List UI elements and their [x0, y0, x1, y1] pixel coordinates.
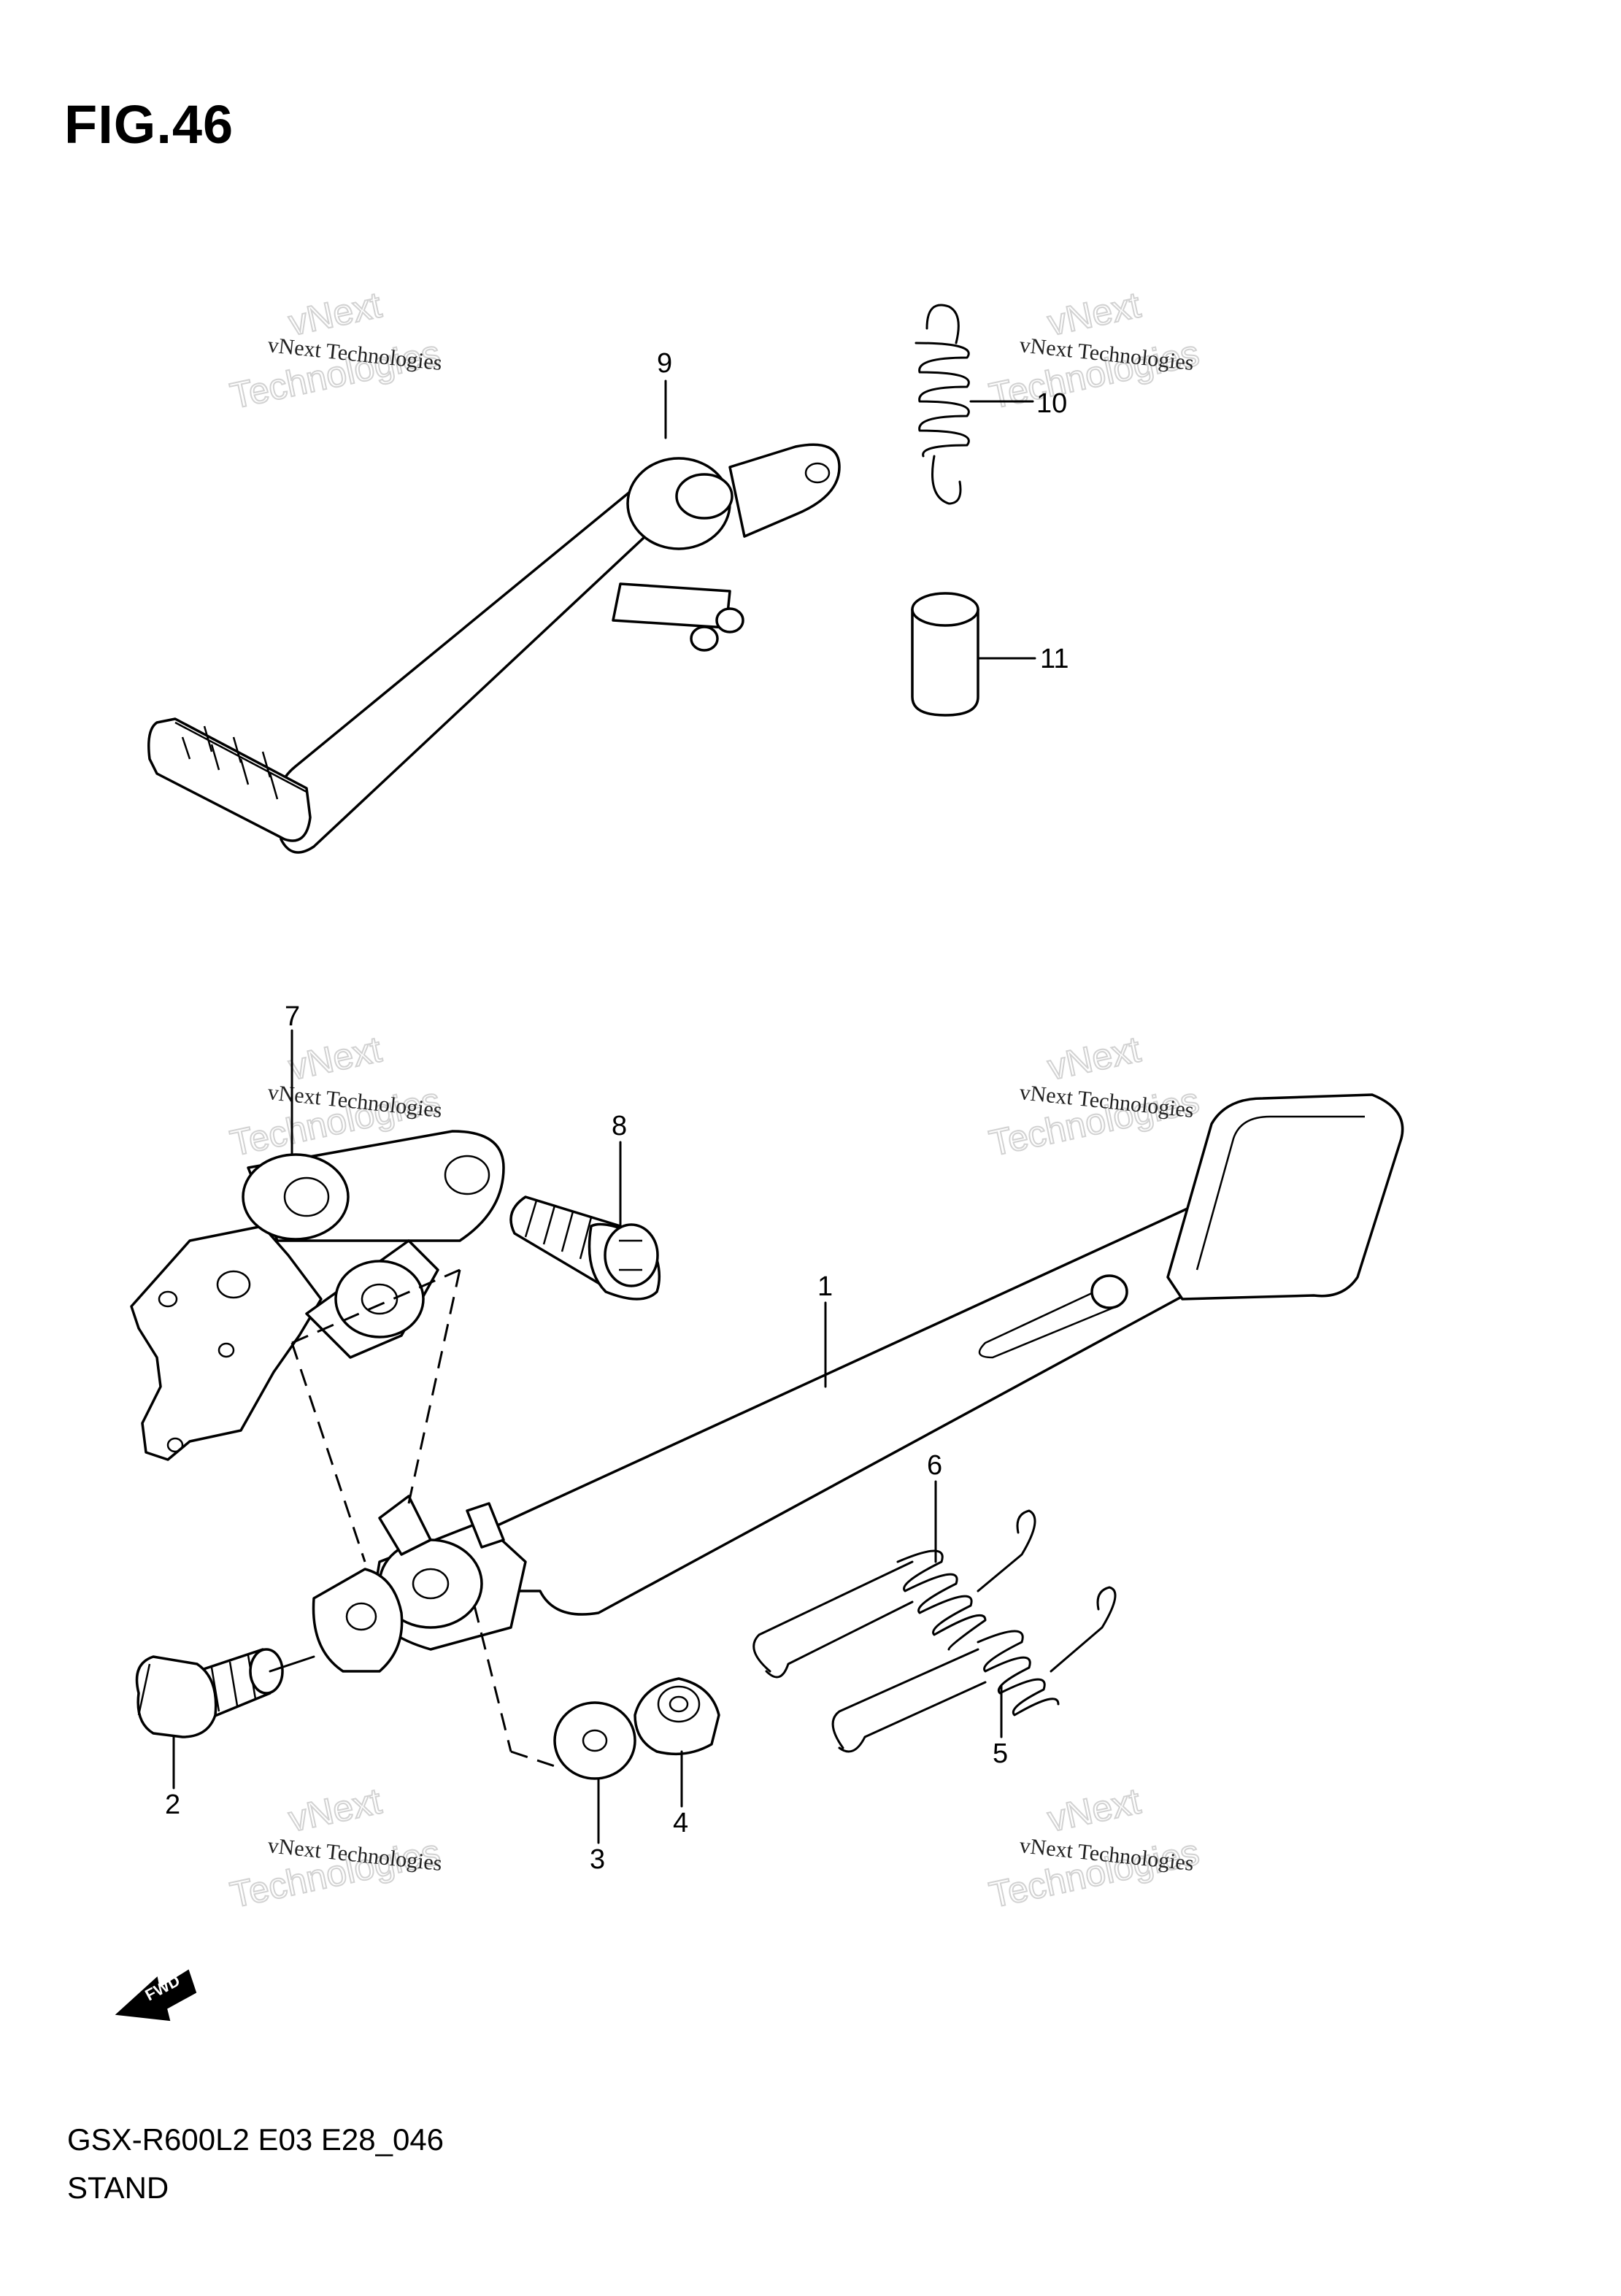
- part-8-bolt: [509, 1195, 661, 1301]
- part-5-spring: [831, 1586, 1117, 1753]
- figure-title: FIG.46: [64, 94, 234, 155]
- watermark-mid-right: vNext Technologies vNext Technologies: [985, 1028, 1204, 1164]
- assembly-lines: [269, 1268, 555, 1768]
- watermark-big-line1: vNext: [285, 284, 385, 343]
- watermark-big-line1: vNext: [285, 1028, 385, 1087]
- callout-7: 7: [285, 1001, 300, 1032]
- callout-3: 3: [590, 1844, 605, 1875]
- watermark-big-line1: vNext: [285, 1780, 385, 1839]
- callout-4: 4: [673, 1808, 688, 1838]
- callout-9: 9: [657, 348, 672, 379]
- part-4-nut: [634, 1677, 720, 1756]
- section-name: STAND: [67, 2170, 169, 2205]
- callout-1: 1: [817, 1271, 833, 1302]
- watermark-bottom-right: vNext Technologies vNext Technologies: [985, 1779, 1204, 1916]
- part-6-spring: [752, 1509, 1036, 1679]
- callout-6: 6: [927, 1450, 942, 1481]
- callout-8: 8: [612, 1111, 627, 1141]
- part-1-side-stand: [312, 1093, 1404, 1673]
- callouts: 9 10 11 7 8 1 6 5 2 3 4: [165, 348, 1069, 1875]
- callout-5: 5: [993, 1738, 1008, 1769]
- part-11-bushing: [911, 592, 979, 717]
- part-9-brake-pedal: [147, 443, 841, 854]
- part-3-washer: [553, 1701, 636, 1780]
- model-code: GSX-R600L2 E03 E28_046: [67, 2122, 444, 2157]
- part-2-pivot-bolt: [135, 1648, 284, 1738]
- watermark-top-left: vNext Technologies vNext Technologies: [226, 283, 444, 417]
- callout-2: 2: [165, 1790, 180, 1820]
- watermark-bottom-left: vNext Technologies vNext Technologies: [226, 1779, 444, 1916]
- fwd-arrow-icon: FWD: [115, 1969, 197, 2022]
- callout-11: 11: [1040, 644, 1069, 674]
- part-7-bracket: [130, 1130, 505, 1461]
- watermark-big-line1: vNext: [1044, 1028, 1144, 1087]
- watermark-big-line1: vNext: [1044, 1780, 1144, 1839]
- watermark-top-right: vNext Technologies vNext Technologies: [985, 283, 1204, 417]
- callout-10: 10: [1036, 388, 1067, 419]
- watermark-big-line1: vNext: [1044, 284, 1144, 343]
- part-10-spring: [915, 304, 970, 505]
